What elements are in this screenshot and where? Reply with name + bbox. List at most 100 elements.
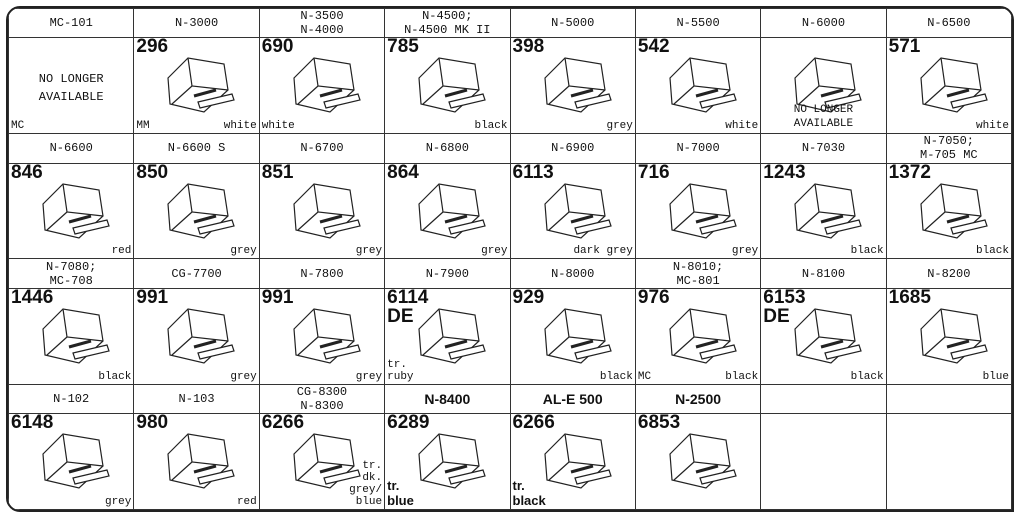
stylus-cartridge-drawing	[543, 433, 612, 489]
stylus-cell: 6853	[634, 411, 762, 510]
model-name	[760, 383, 887, 414]
model-name: N-8100	[760, 258, 887, 289]
stylus-cell: 542 white	[634, 36, 762, 135]
stylus-number: 6114 DE	[387, 286, 429, 327]
stylus-cartridge-drawing	[418, 182, 486, 239]
stylus-note: tr. black	[512, 478, 546, 508]
stylus-color: grey	[355, 370, 383, 383]
stylus-number: 864	[387, 161, 419, 183]
stylus-cartridge-drawing	[418, 308, 486, 364]
model-name: CG-8300 N-8300	[258, 383, 386, 414]
stylus-color: white	[725, 120, 759, 133]
model-name: N-8010; MC-801	[634, 258, 762, 289]
stylus-color: black	[975, 245, 1009, 258]
stylus-number: 716	[637, 161, 670, 183]
stylus-number: 846	[11, 161, 43, 183]
stylus-cartridge-drawing	[543, 57, 612, 113]
model-name: N-6900	[509, 133, 636, 164]
stylus-number: 991	[136, 286, 169, 308]
model-name: N-3000	[133, 8, 260, 39]
stylus-cartridge-drawing	[669, 57, 737, 113]
stylus-color: black	[599, 370, 633, 383]
stylus-number: 6113	[512, 161, 554, 183]
availability-note: NO LONGER AVAILABLE	[793, 104, 854, 131]
stylus-number: 690	[261, 36, 294, 58]
stylus-color: grey	[230, 370, 257, 383]
stylus-cell	[760, 412, 887, 510]
stylus-cartridge-drawing	[669, 308, 737, 364]
model-name: N-3500 N-4000	[258, 8, 386, 39]
stylus-cartridge-drawing	[920, 308, 988, 364]
stylus-number: 929	[512, 286, 545, 308]
stylus-color: black	[850, 370, 884, 383]
stylus-number: 542	[637, 36, 670, 58]
stylus-cartridge-drawing	[543, 182, 612, 239]
model-name: N-7030	[760, 133, 887, 164]
stylus-number: 6853	[637, 411, 681, 433]
stylus-color: black	[474, 120, 508, 133]
stylus-number: 398	[512, 36, 545, 58]
stylus-number: 6266	[512, 411, 555, 433]
stylus-color: grey	[230, 245, 257, 258]
stylus-number: 851	[261, 161, 294, 183]
model-name: N-102	[8, 383, 135, 414]
stylus-cartridge-drawing	[794, 308, 863, 364]
stylus-cartridge-drawing	[669, 433, 737, 489]
stylus-cell: 716 grey	[634, 161, 762, 260]
stylus-number: 980	[136, 411, 169, 433]
stylus-color: dark grey	[573, 245, 633, 258]
stylus-note: white	[261, 120, 295, 133]
model-name: AL-E 500	[509, 383, 636, 414]
stylus-cartridge-drawing	[293, 182, 361, 239]
stylus-note: tr. ruby	[387, 358, 414, 383]
stylus-cell: 929 black	[509, 286, 636, 385]
stylus-cartridge-drawing	[42, 433, 110, 489]
stylus-color: black	[98, 370, 132, 383]
stylus-color: red	[236, 496, 257, 508]
stylus-cell: 690 white	[258, 36, 386, 135]
model-name: CG-7700	[133, 258, 260, 289]
stylus-color: red	[111, 245, 132, 258]
stylus-cell: NO LONGER AVAILABLE	[760, 37, 887, 135]
stylus-number: 1372	[888, 161, 931, 183]
stylus-note: MC	[11, 120, 25, 133]
stylus-cartridge-drawing	[42, 308, 110, 364]
model-name	[885, 383, 1012, 414]
model-name: MC-101	[8, 8, 135, 39]
stylus-note: tr. blue	[387, 478, 414, 508]
stylus-number: 1446	[11, 286, 54, 308]
stylus-number: 1685	[888, 286, 931, 308]
stylus-color: grey	[481, 245, 508, 258]
stylus-color: white	[223, 120, 257, 133]
stylus-color: grey	[731, 245, 759, 258]
availability-note: NO LONGER AVAILABLE	[38, 72, 104, 105]
stylus-cell: 6113 dark grey	[509, 161, 636, 260]
model-name: N-6500	[885, 8, 1012, 39]
stylus-cartridge-drawing	[167, 433, 236, 489]
stylus-cartridge-drawing	[293, 433, 361, 489]
stylus-color: black	[850, 245, 884, 258]
stylus-cartridge-drawing	[418, 433, 486, 489]
stylus-cartridge-drawing	[920, 182, 988, 239]
stylus-cartridge-drawing	[167, 57, 236, 113]
stylus-cartridge-drawing	[794, 182, 863, 239]
model-name: N-7900	[384, 258, 511, 289]
stylus-cell: 1446 black	[8, 286, 135, 385]
model-name: N-6600 S	[133, 133, 260, 164]
stylus-cartridge-drawing	[794, 57, 863, 113]
